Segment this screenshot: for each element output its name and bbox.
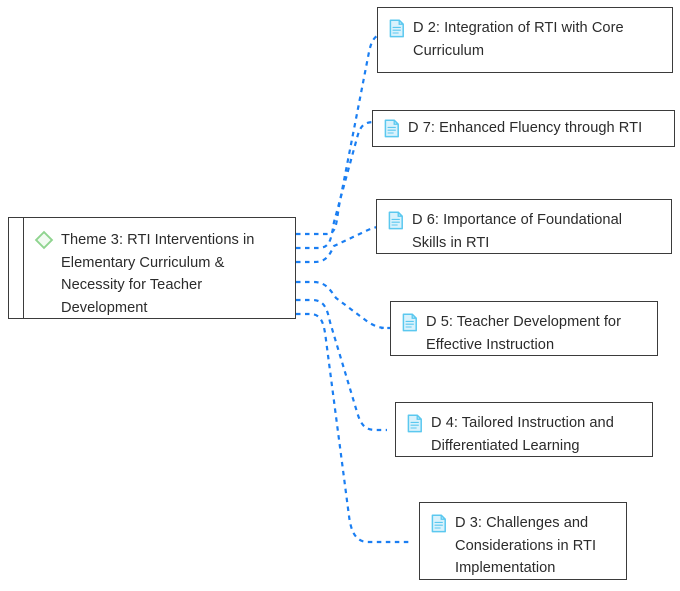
root-accent-bar bbox=[23, 218, 24, 318]
doc-content-d4: D 4: Tailored Instruction and Differenti… bbox=[396, 403, 652, 466]
doc-label-d3: D 3: Challenges and Considerations in RT… bbox=[455, 515, 597, 576]
diamond-icon bbox=[34, 230, 54, 250]
root-content: Theme 3: RTI Interventions in Elementary… bbox=[34, 218, 287, 318]
edge-root-to-d6 bbox=[296, 224, 388, 264]
edge-root-to-d7 bbox=[296, 120, 375, 250]
document-icon bbox=[384, 119, 400, 138]
document-icon bbox=[431, 514, 447, 533]
doc-label-d2: D 2: Integration of RTI with Core Curric… bbox=[413, 20, 624, 59]
document-icon bbox=[388, 211, 404, 230]
root-node-theme-3[interactable]: Theme 3: RTI Interventions in Elementary… bbox=[8, 217, 296, 319]
doc-label-d7: D 7: Enhanced Fluency through RTI bbox=[408, 120, 643, 136]
doc-content-d3: D 3: Challenges and Considerations in RT… bbox=[420, 503, 626, 589]
doc-content-d7: D 7: Enhanced Fluency through RTI bbox=[373, 111, 674, 146]
doc-content-d2: D 2: Integration of RTI with Core Curric… bbox=[378, 8, 672, 71]
doc-content-d6: D 6: Importance of Foundational Skills i… bbox=[377, 200, 671, 263]
doc-label-d5: D 5: Teacher Development for Effective I… bbox=[426, 314, 622, 353]
document-icon bbox=[389, 19, 405, 38]
doc-node-d5[interactable]: D 5: Teacher Development for Effective I… bbox=[390, 301, 658, 356]
document-icon bbox=[407, 414, 423, 433]
document-icon bbox=[402, 313, 418, 332]
doc-node-d2[interactable]: D 2: Integration of RTI with Core Curric… bbox=[377, 7, 673, 73]
root-label: Theme 3: RTI Interventions in Elementary… bbox=[61, 232, 255, 316]
edge-root-to-d4 bbox=[296, 298, 387, 432]
doc-content-d5: D 5: Teacher Development for Effective I… bbox=[391, 302, 657, 365]
doc-node-d4[interactable]: D 4: Tailored Instruction and Differenti… bbox=[395, 402, 653, 457]
doc-label-d4: D 4: Tailored Instruction and Differenti… bbox=[431, 415, 614, 454]
doc-label-d6: D 6: Importance of Foundational Skills i… bbox=[412, 212, 623, 251]
doc-node-d7[interactable]: D 7: Enhanced Fluency through RTI bbox=[372, 110, 675, 147]
edge-root-to-d5 bbox=[296, 280, 391, 330]
doc-node-d6[interactable]: D 6: Importance of Foundational Skills i… bbox=[376, 199, 672, 254]
doc-node-d3[interactable]: D 3: Challenges and Considerations in RT… bbox=[419, 502, 627, 580]
